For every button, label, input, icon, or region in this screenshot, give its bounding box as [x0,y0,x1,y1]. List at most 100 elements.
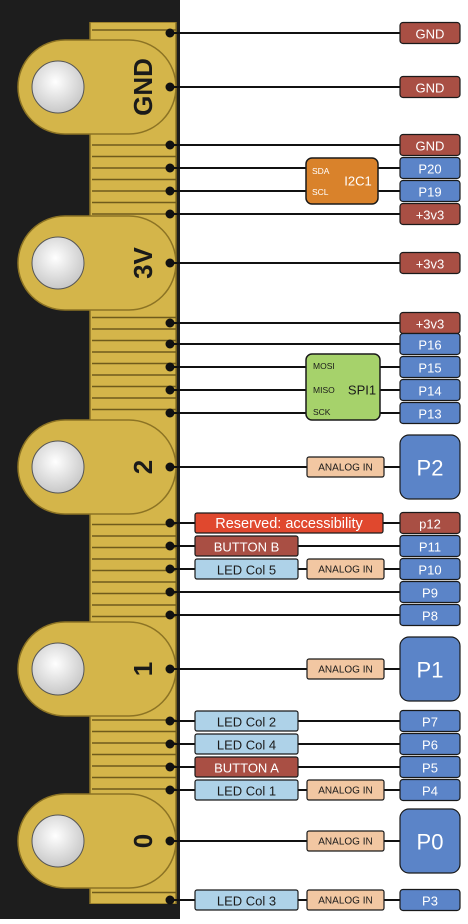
pin-label-p15: P15 [399,355,461,379]
connection-dot [165,408,175,418]
pin-label-+3v3: +3v3 [399,202,461,226]
spi-mosi-label: MOSI [313,361,335,371]
pin-label-text: +3v3 [416,208,445,223]
pin-label-p8: P8 [399,603,461,627]
analog-in-box [306,889,385,911]
connection-dot [165,258,175,268]
pad-2-hole [31,440,85,494]
spi-miso-label: MISO [313,385,335,395]
pin-label-p11: P11 [399,534,461,558]
pin-label-box [399,434,461,500]
pin-label-text: P6 [422,738,438,753]
pin-label-+3v3: +3v3 [399,311,461,335]
function-label: LED Col 1 [194,779,299,801]
pin-label-box [399,378,461,402]
pin-label-box [399,755,461,779]
pad-1-hole [31,642,85,696]
pin-label-box [399,888,461,912]
pin-label-text: P5 [422,761,438,776]
pin-label-box [399,156,461,180]
analog-in-box [306,830,385,852]
pin-label-box [399,636,461,702]
spi-block: MOSI MISO SCK SPI1 [305,353,381,421]
analog-in-box [306,456,385,478]
pin-label-p20: P20 [399,156,461,180]
connection-dots [165,28,175,905]
pin-label-gnd: GND [399,133,461,157]
pin-label-box [399,778,461,802]
pin-label-box [399,557,461,581]
function-label-box [194,512,384,534]
function-label-text: LED Col 4 [217,738,276,753]
pin-label-text: P9 [422,586,438,601]
pad-gnd: GND [17,39,177,135]
analog-in-label: ANALOG IN [306,830,385,852]
pad-gnd-label: GND [128,58,158,116]
pad-1: 1 [17,621,177,717]
analog-in-label: ANALOG IN [306,456,385,478]
pin-label-p9: P9 [399,580,461,604]
pin-label-text: P4 [422,784,438,799]
function-label-box [194,710,299,732]
function-label: BUTTON A [194,756,299,778]
connection-dot [165,209,175,219]
pad-1-label: 1 [128,662,158,676]
pin-label-text: +3v3 [416,317,445,332]
pin-label-text: P2 [417,456,444,481]
i2c-block: SDA SCL I2C1 [305,157,379,205]
pin-label-text: P14 [418,384,441,399]
function-label-box [194,779,299,801]
pin-label-p3: P3 [399,888,461,912]
analog-in-text: ANALOG IN [318,837,372,848]
function-label: LED Col 5 [194,558,299,580]
connection-dot [165,339,175,349]
connection-dot [165,836,175,846]
analog-in-label: ANALOG IN [306,558,385,580]
connection-dot [165,82,175,92]
analog-in-box [306,558,385,580]
pin-label-text: P11 [419,540,441,555]
analog-in-box [306,779,385,801]
pin-label-p2: P2 [399,434,461,500]
connection-dot [165,28,175,38]
edge-connector-grooves [92,29,176,894]
pad-3v-hole [31,236,85,290]
pin-label-p1: P1 [399,636,461,702]
pad-gnd-hole [31,60,85,114]
pin-label-p19: P19 [399,179,461,203]
pin-label-text: P0 [417,830,444,855]
analog-in-label: ANALOG IN [306,779,385,801]
pin-label-box [399,732,461,756]
pin-label-text: P15 [418,361,441,376]
pin-label-text: P19 [418,185,441,200]
pin-label-text: P16 [418,338,441,353]
pin-label-p10: P10 [399,557,461,581]
connection-dot [165,716,175,726]
connection-dot [165,587,175,597]
function-label-box [194,889,299,911]
pin-label-text: P13 [418,407,441,422]
pin-label-box [399,332,461,356]
pin-label-box [399,709,461,733]
connection-dot [165,664,175,674]
function-label-box [194,558,299,580]
pin-label-p4: P4 [399,778,461,802]
connection-dot [165,362,175,372]
board-top-cover [88,0,180,22]
function-label: LED Col 3 [194,889,299,911]
pin-label-text: P7 [422,715,438,730]
pin-label-box [399,355,461,379]
pin-label-p0: P0 [399,808,461,874]
function-label-text: LED Col 5 [217,563,276,578]
pin-label-text: P20 [418,162,441,177]
function-label-text: BUTTON A [214,761,279,776]
connection-dot [165,739,175,749]
pin-label-box [399,21,461,45]
pin-labels: GNDGNDGNDP20P19+3v3+3v3+3v3P16P15P14P13P… [399,21,461,912]
connection-dot [165,385,175,395]
pin-label-gnd: GND [399,21,461,45]
pad-0-label: 0 [128,834,158,848]
connection-dot [165,785,175,795]
